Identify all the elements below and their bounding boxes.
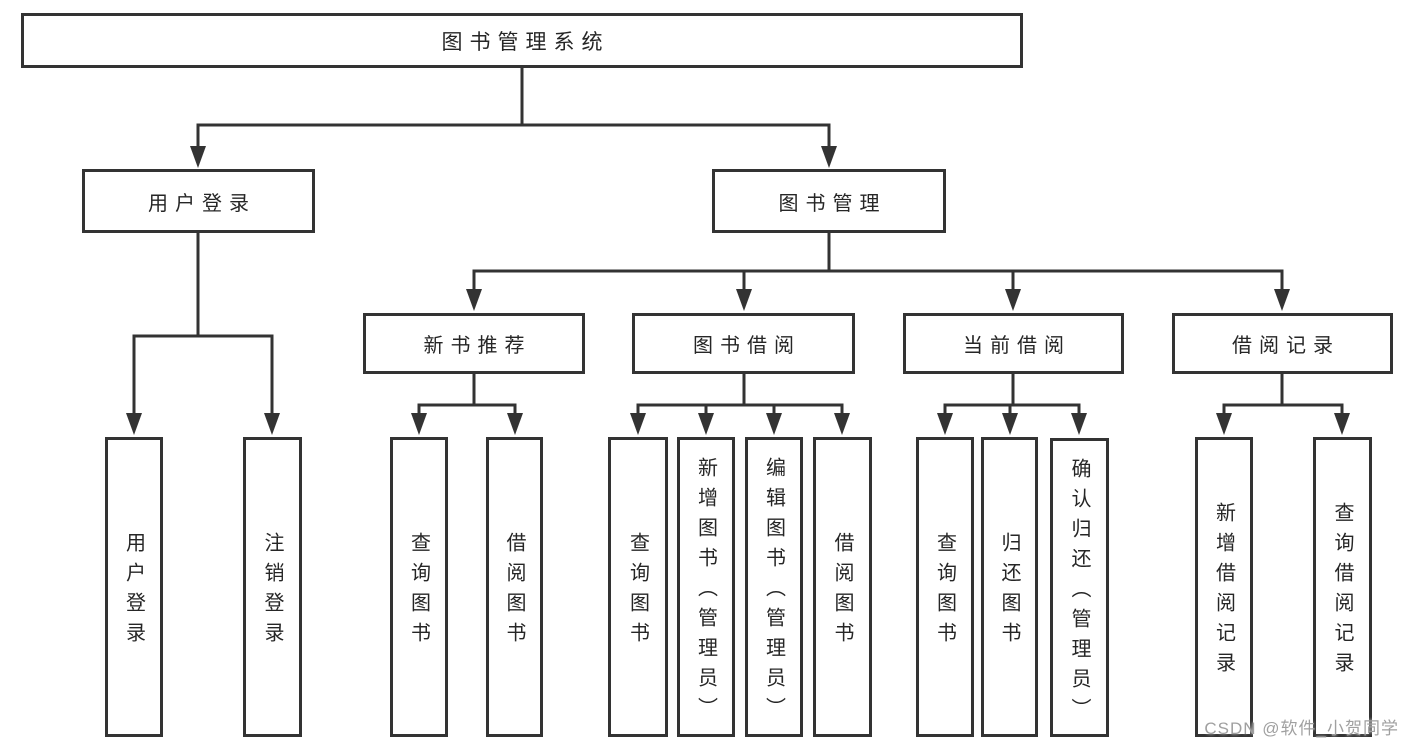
leaf-current-confirm-return-admin: 确认归还（管理员） bbox=[1050, 438, 1109, 737]
node-label: 图书借阅 bbox=[693, 335, 801, 357]
node-label: 用户登录 bbox=[148, 192, 256, 215]
node-label: 新书推荐 bbox=[423, 335, 532, 357]
leaf-records-add-record: 新增借阅记录 bbox=[1195, 437, 1253, 737]
leaf-borrow-borrow-books: 借阅图书 bbox=[813, 437, 872, 737]
node-label: 借阅记录 bbox=[1232, 335, 1340, 357]
node-label: 借阅图书 bbox=[503, 532, 525, 652]
node-book-borrow: 图书借阅 bbox=[632, 313, 855, 374]
node-label: 编辑图书（管理员） bbox=[762, 457, 785, 727]
node-user-login: 用户登录 bbox=[82, 169, 315, 233]
node-label: 查询图书 bbox=[933, 532, 956, 652]
arrowheads bbox=[126, 146, 1350, 435]
node-library-management-system: 图书管理系统 bbox=[21, 13, 1023, 68]
node-label: 注销登录 bbox=[261, 532, 283, 652]
node-label: 借阅图书 bbox=[831, 532, 853, 652]
leaf-records-query-record: 查询借阅记录 bbox=[1313, 437, 1372, 737]
node-current-borrow: 当前借阅 bbox=[903, 313, 1124, 374]
csdn-watermark: CSDN @软件_小贺同学 bbox=[1204, 719, 1399, 738]
leaf-borrow-edit-books-admin: 编辑图书（管理员） bbox=[745, 437, 803, 737]
node-label: 查询图书 bbox=[407, 532, 430, 652]
leaf-recommend-query-books: 查询图书 bbox=[390, 437, 448, 737]
node-new-book-recommend: 新书推荐 bbox=[363, 313, 585, 374]
node-label: 新增图书（管理员） bbox=[694, 457, 717, 727]
node-label: 归还图书 bbox=[998, 532, 1020, 652]
node-label: 确认归还（管理员） bbox=[1068, 457, 1090, 728]
node-label: 查询图书 bbox=[626, 532, 649, 652]
node-label: 图书管理 bbox=[778, 192, 887, 215]
leaf-user-login: 用户登录 bbox=[105, 437, 163, 737]
node-label: 新增借阅记录 bbox=[1212, 502, 1235, 682]
leaf-borrow-add-books-admin: 新增图书（管理员） bbox=[677, 437, 735, 737]
node-label: 图书管理系统 bbox=[441, 30, 610, 54]
leaf-logout: 注销登录 bbox=[243, 437, 302, 737]
node-borrow-records: 借阅记录 bbox=[1172, 313, 1393, 374]
leaf-current-return-books: 归还图书 bbox=[981, 437, 1038, 737]
node-book-management: 图书管理 bbox=[712, 169, 946, 233]
node-label: 当前借阅 bbox=[963, 335, 1071, 357]
leaf-current-query-books: 查询图书 bbox=[916, 437, 974, 737]
leaf-recommend-borrow-books: 借阅图书 bbox=[486, 437, 543, 737]
node-label: 用户登录 bbox=[122, 532, 145, 652]
leaf-borrow-query-books: 查询图书 bbox=[608, 437, 668, 737]
node-label: 查询借阅记录 bbox=[1331, 502, 1353, 682]
